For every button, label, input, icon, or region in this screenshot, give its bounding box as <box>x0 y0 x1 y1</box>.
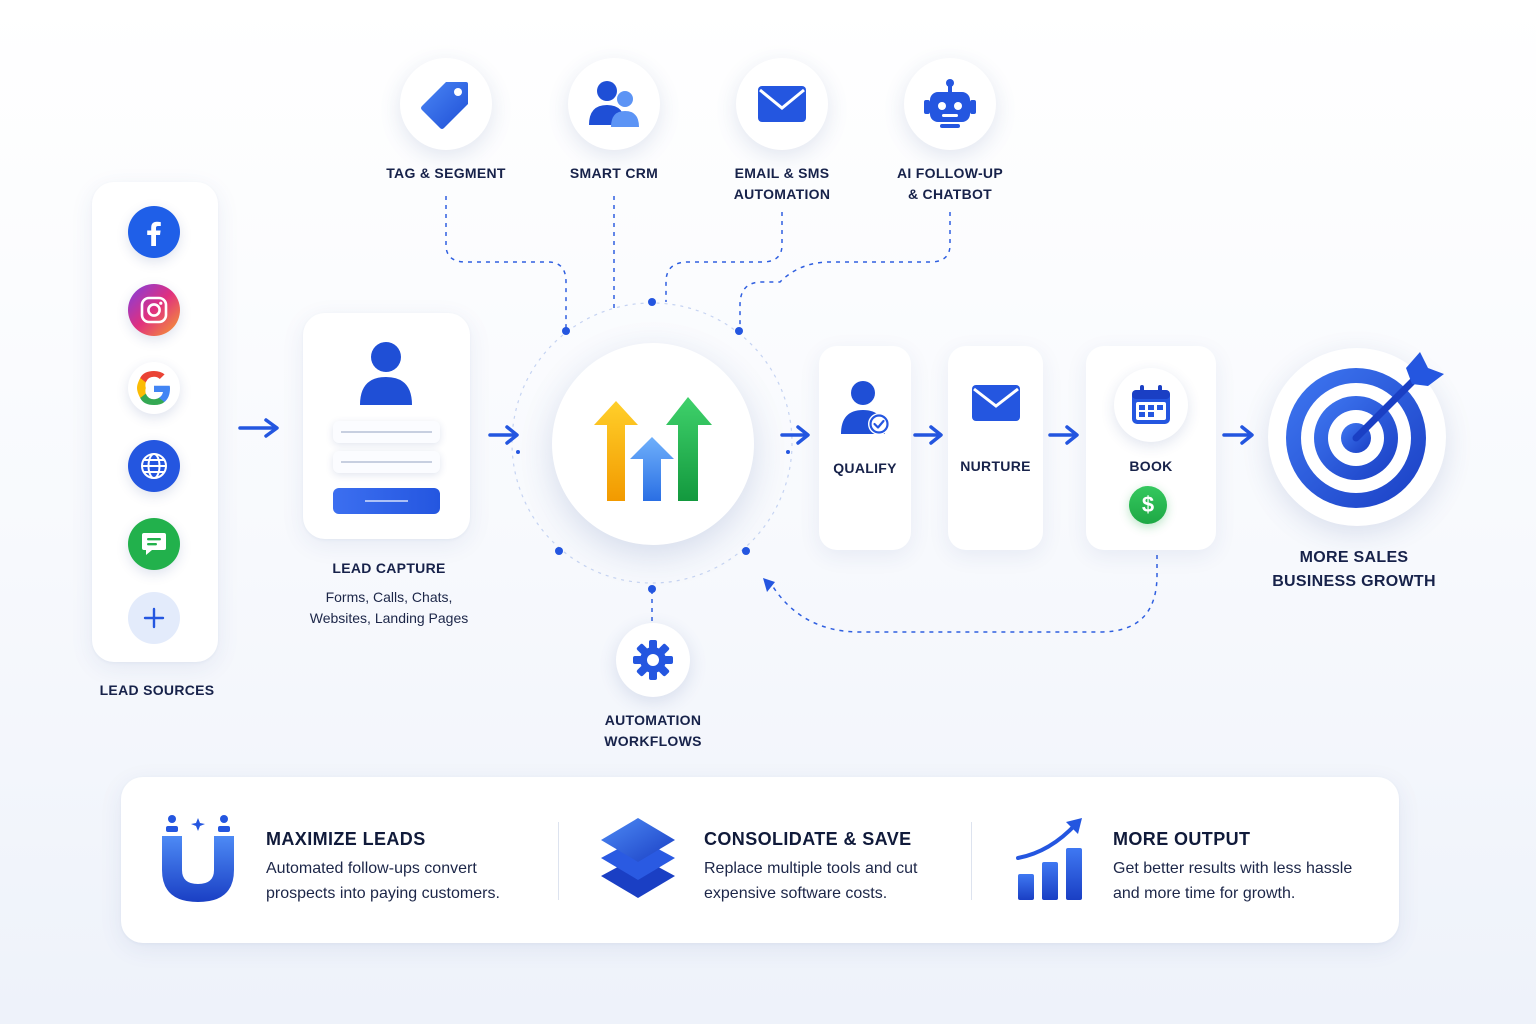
benefit-title-consolidate: CONSOLIDATE & SAVE <box>704 829 912 849</box>
arrow-sources-to-capture <box>238 418 279 438</box>
tool-label-crm: SMART CRM <box>569 165 659 181</box>
target-icon <box>1286 352 1444 508</box>
calendar-badge <box>1114 368 1188 442</box>
automation-node[interactable] <box>616 623 690 697</box>
arrow-qualify-to-nurture <box>913 425 943 445</box>
calendar-icon <box>1132 385 1170 424</box>
person-icon <box>360 342 412 405</box>
tool-label-ai: AI FOLLOW-UP& CHATBOT <box>897 165 1003 202</box>
lead-capture-title: LEAD CAPTURE <box>332 560 446 576</box>
result-target-node[interactable] <box>1268 348 1446 526</box>
benefit-divider-1 <box>558 822 559 900</box>
connector-email <box>665 212 783 302</box>
benefits-panel <box>121 777 1399 943</box>
user-check-icon <box>841 381 890 435</box>
form-field-1 <box>333 421 440 443</box>
arrow-hub-to-qualify <box>780 425 810 445</box>
benefit-divider-2 <box>971 822 972 900</box>
tool-connectors <box>445 196 1158 633</box>
envelope-icon <box>972 385 1020 421</box>
instagram-icon[interactable] <box>128 284 180 336</box>
lead-capture-description: Forms, Calls, Chats, Websites, Landing P… <box>309 589 469 626</box>
plus-icon[interactable] <box>128 592 180 644</box>
connector-ai <box>739 212 951 330</box>
step-nurture[interactable]: NURTURE <box>948 346 1043 550</box>
users-icon <box>589 81 639 127</box>
central-hub[interactable] <box>552 343 754 545</box>
gear-icon <box>633 640 673 680</box>
feedback-arrowhead <box>763 578 775 592</box>
form-submit-button <box>333 488 440 514</box>
dollar-icon: $ <box>1129 486 1167 524</box>
step-label-nurture: NURTURE <box>960 458 1031 474</box>
lead-sources-panel <box>92 182 218 662</box>
step-qualify[interactable]: QUALIFY <box>819 346 911 550</box>
benefit-title-maximize: MAXIMIZE LEADS <box>266 829 426 849</box>
step-label-qualify: QUALIFY <box>833 460 897 476</box>
chat-icon[interactable] <box>128 518 180 570</box>
connector-tag <box>445 196 567 330</box>
facebook-icon[interactable] <box>128 206 180 258</box>
email-sms-node[interactable] <box>736 58 828 150</box>
benefit-title-output: MORE OUTPUT <box>1113 829 1251 849</box>
magnet-icon <box>162 815 234 902</box>
connector-feedback-loop <box>769 555 1158 633</box>
smart-crm-node[interactable] <box>568 58 660 150</box>
growth-arrows-logo <box>594 397 712 501</box>
lead-capture-card[interactable] <box>303 313 470 539</box>
form-field-2 <box>333 451 440 473</box>
arrow-book-to-result <box>1222 425 1254 445</box>
step-label-book: BOOK <box>1129 458 1173 474</box>
robot-icon <box>924 79 976 128</box>
arrow-nurture-to-book <box>1048 425 1079 445</box>
arrow-capture-to-hub <box>488 425 519 445</box>
google-icon[interactable] <box>128 362 180 414</box>
tag-segment-node[interactable] <box>400 58 492 150</box>
step-book[interactable]: BOOK $ <box>1086 346 1216 550</box>
envelope-icon <box>758 86 806 122</box>
tool-label-tag: TAG & SEGMENT <box>386 165 506 181</box>
ai-chatbot-node[interactable] <box>904 58 996 150</box>
growth-chart-icon <box>1016 818 1082 900</box>
tag-icon <box>421 82 468 129</box>
globe-icon[interactable] <box>128 440 180 492</box>
lead-sources-label: LEAD SOURCES <box>99 682 215 698</box>
layers-icon <box>601 818 675 898</box>
